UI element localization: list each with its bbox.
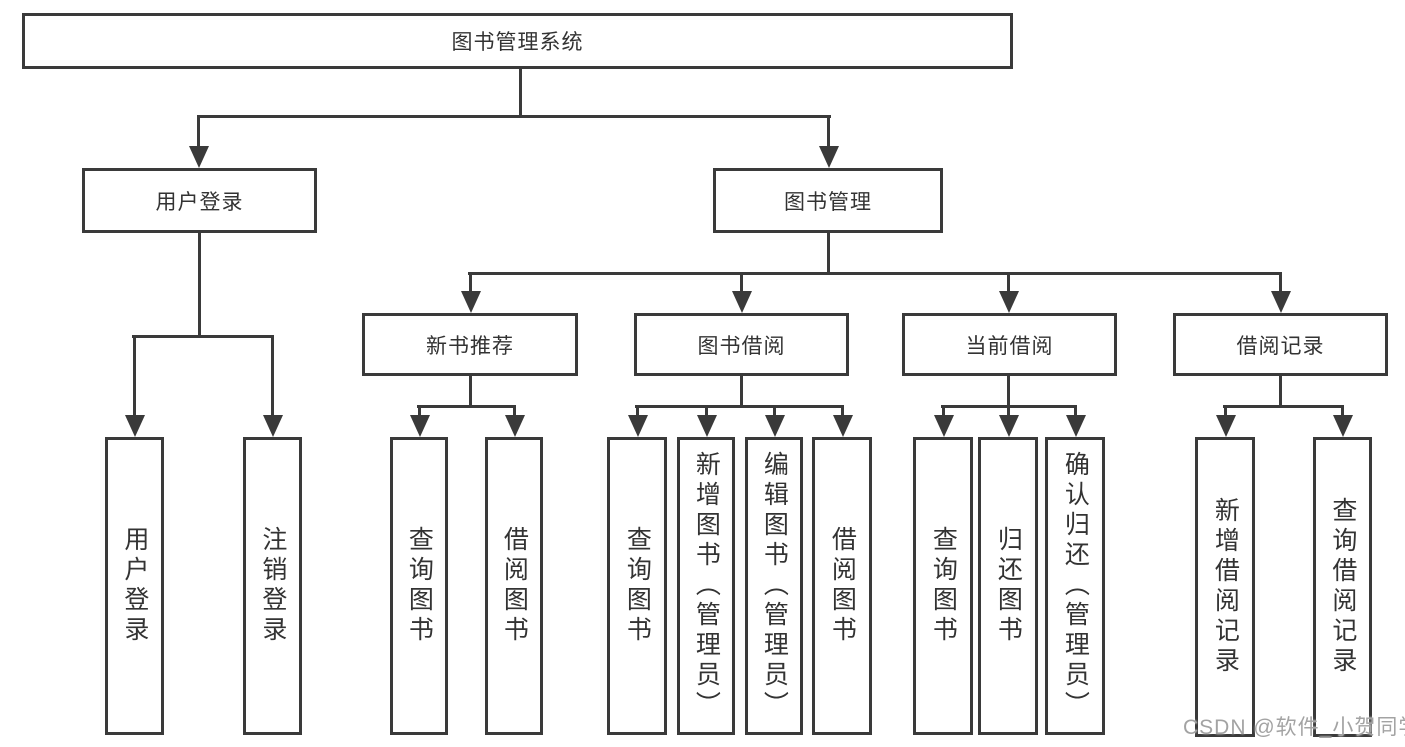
node-label: 借阅图书: [828, 526, 857, 646]
node-label: 新增借阅记录: [1211, 497, 1240, 677]
leaf-user-login: 用户登录: [105, 437, 164, 735]
leaf-return-book: 归还图书: [978, 437, 1038, 735]
arrow-borrow-child-2: [696, 406, 717, 437]
node-label: 当前借阅: [965, 334, 1054, 358]
node-label: 归还图书: [994, 526, 1023, 646]
arrow-records-child-1: [1215, 406, 1236, 437]
leaf-borrow-books-recommend: 借阅图书: [485, 437, 543, 735]
node-label: 图书管理系统: [451, 31, 584, 54]
connector-root-branch: [197, 115, 831, 118]
node-new-book-recommend: 新书推荐: [362, 313, 578, 376]
arrow-borrow-child-3: [764, 406, 785, 437]
leaf-add-book-admin: 新增图书（管理员）: [677, 437, 735, 735]
node-label: 查询图书: [623, 526, 652, 646]
node-label: 用户登录: [120, 526, 149, 646]
arrow-to-leaf-logout: [262, 337, 283, 437]
connector-recommend-branch: [417, 405, 516, 408]
arrow-to-user-login: [188, 117, 209, 168]
arrow-recommend-child-2: [504, 406, 525, 437]
node-label: 新书推荐: [426, 334, 514, 358]
connector-user-login-stem: [198, 233, 201, 338]
leaf-query-books-recommend: 查询图书: [390, 437, 448, 735]
leaf-borrow-books-2: 借阅图书: [812, 437, 872, 735]
node-label: 查询借阅记录: [1328, 497, 1357, 677]
leaf-query-books-borrow: 查询图书: [607, 437, 667, 735]
leaf-query-books-current: 查询图书: [913, 437, 973, 735]
node-user-login: 用户登录: [82, 168, 317, 233]
arrow-current-child-1: [933, 406, 954, 437]
arrow-to-leaf-user-login: [124, 337, 145, 437]
node-label: 查询图书: [929, 526, 958, 646]
arrow-borrow-child-4: [832, 406, 853, 437]
node-label: 借阅记录: [1236, 334, 1325, 358]
connector-records-branch: [1223, 405, 1344, 408]
node-label: 借阅图书: [500, 526, 529, 646]
connector-root-stem: [519, 69, 522, 117]
connector-user-login-branch: [132, 335, 274, 338]
leaf-add-borrow-record: 新增借阅记录: [1195, 437, 1255, 737]
csdn-watermark: CSDN @软件_小贺同学: [1183, 716, 1405, 739]
node-label: 图书借阅: [697, 334, 786, 358]
node-borrow-records: 借阅记录: [1173, 313, 1388, 376]
node-label: 确认归还（管理员）: [1061, 451, 1090, 721]
node-label: 注销登录: [258, 526, 287, 646]
connector-book-management-stem: [827, 233, 830, 275]
arrow-to-book-borrow: [731, 273, 752, 313]
arrow-borrow-child-1: [627, 406, 648, 437]
arrow-to-borrow-records: [1270, 273, 1291, 313]
node-label: 查询图书: [405, 526, 434, 646]
connector-borrow-branch: [635, 405, 844, 408]
connector-recommend-stem: [469, 376, 472, 407]
node-current-borrow: 当前借阅: [902, 313, 1117, 376]
node-label: 用户登录: [155, 190, 244, 214]
leaf-logout: 注销登录: [243, 437, 302, 735]
leaf-confirm-return-admin: 确认归还（管理员）: [1045, 437, 1105, 735]
connector-borrow-stem: [740, 376, 743, 407]
node-label: 图书管理: [784, 190, 872, 214]
arrow-records-child-2: [1332, 406, 1353, 437]
node-label: 新增图书（管理员）: [692, 451, 721, 721]
leaf-edit-book-admin: 编辑图书（管理员）: [745, 437, 803, 735]
arrow-to-new-book-recommend: [460, 273, 481, 313]
connector-level3-branch: [468, 272, 1282, 275]
arrow-current-child-2: [998, 406, 1019, 437]
node-book-management: 图书管理: [713, 168, 943, 233]
node-library-system: 图书管理系统: [22, 13, 1013, 69]
node-book-borrow: 图书借阅: [634, 313, 849, 376]
connector-records-stem: [1279, 376, 1282, 407]
leaf-query-borrow-record: 查询借阅记录: [1313, 437, 1372, 737]
arrow-to-current-borrow: [998, 273, 1019, 313]
arrow-recommend-child-1: [409, 406, 430, 437]
node-label: 编辑图书（管理员）: [760, 451, 789, 721]
arrow-current-child-3: [1065, 406, 1086, 437]
connector-current-stem: [1007, 376, 1010, 407]
arrow-to-book-management: [818, 117, 839, 168]
